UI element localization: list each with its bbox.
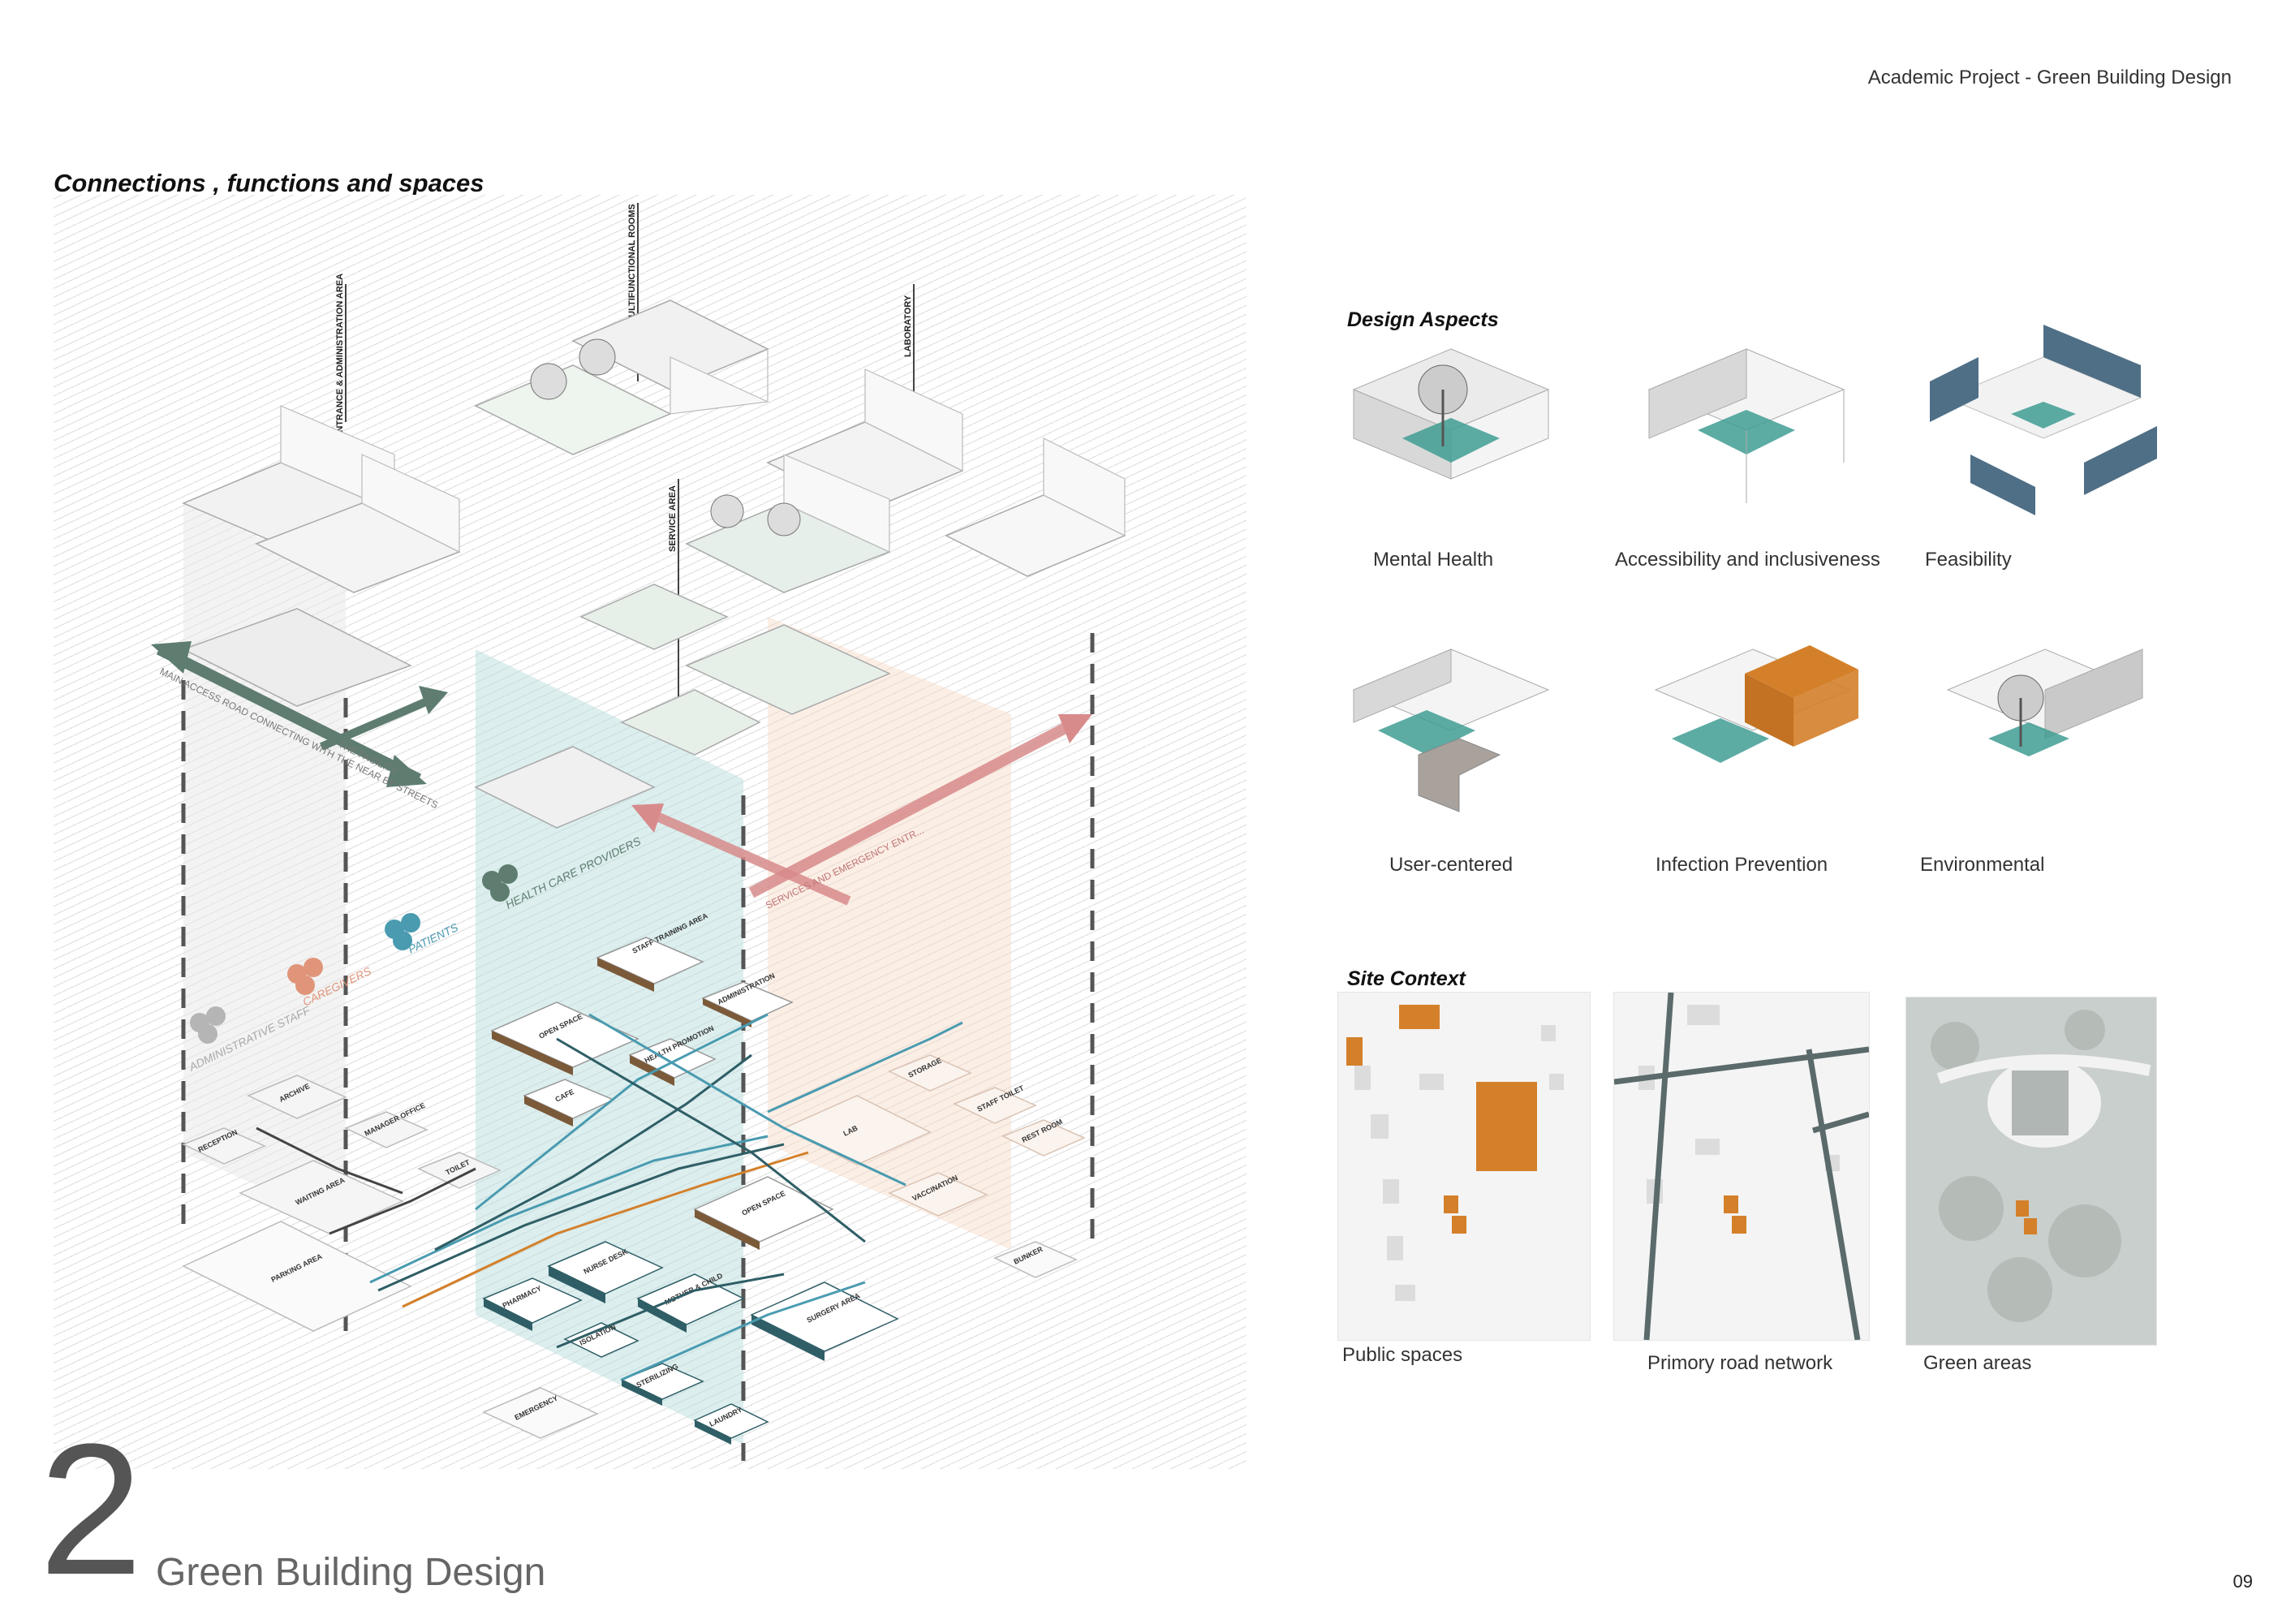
- project-header-title: Academic Project - Green Building Design: [1867, 67, 2232, 88]
- public-spaces-map: [1337, 992, 1591, 1341]
- user-grid-icon: [1352, 648, 1550, 812]
- isolation-block-icon: [1654, 645, 1858, 763]
- mental-health-icon: [1352, 348, 1550, 480]
- green-areas-map: [1905, 997, 2157, 1346]
- user-group-patients: [385, 913, 420, 950]
- site-map-label-public-spaces: Public spaces: [1342, 1344, 1463, 1366]
- aspect-label-user-centered: User-centered: [1389, 854, 1513, 876]
- tree-wall-icon: [1946, 648, 2144, 756]
- aspect-label-mental-health: Mental Health: [1373, 549, 1494, 571]
- zone-label-entrance: ENTRANCE & ADMINISTRATION AREA: [335, 274, 345, 438]
- aspect-label-accessibility: Accessibility and inclusiveness: [1615, 549, 1880, 571]
- isometric-function-diagram: ENTRANCE & ADMINISTRATION AREA MULTIFUNC…: [151, 203, 1126, 1461]
- chapter-number: 2: [39, 1405, 143, 1613]
- site-map-label-green-areas: Green areas: [1923, 1352, 2032, 1374]
- user-group-caregivers: [287, 958, 323, 995]
- site-map-label-road-network: Primory road network: [1647, 1352, 1833, 1374]
- aspect-label-environmental: Environmental: [1920, 854, 2045, 876]
- main-access-arrow: [151, 641, 448, 787]
- page-number: 09: [2233, 1571, 2253, 1592]
- services-emergency-arrow: [631, 714, 1092, 906]
- accessible-grid-icon: [1647, 348, 1845, 503]
- admin-zone-column: [183, 503, 346, 1226]
- aspect-label-feasibility: Feasibility: [1925, 549, 2012, 571]
- function-blocks: [182, 937, 1086, 1445]
- design-aspects-heading: Design Aspects: [1347, 308, 1499, 331]
- connections-heading: Connections , functions and spaces: [54, 169, 484, 197]
- site-context-heading: Site Context: [1347, 967, 1466, 990]
- service-zone-column: [768, 617, 1011, 1250]
- upper-room-walls: [280, 349, 1126, 553]
- road-network-map: [1613, 992, 1870, 1341]
- zone-label-service: SERVICE AREA: [668, 485, 678, 552]
- modular-panels-icon: [1930, 325, 2157, 515]
- chapter-title: Green Building Design: [156, 1551, 546, 1594]
- user-group-admin: [190, 1006, 226, 1044]
- user-group-providers: [482, 864, 518, 902]
- aspect-label-infection-prevention: Infection Prevention: [1656, 854, 1828, 876]
- tree-icons: [530, 338, 801, 536]
- zone-label-laboratory: LABORATORY: [903, 295, 913, 357]
- circulation-lines: [256, 1013, 963, 1381]
- zone-label-multifunctional: MULTIFUNCTIONAL ROOMS: [627, 204, 637, 325]
